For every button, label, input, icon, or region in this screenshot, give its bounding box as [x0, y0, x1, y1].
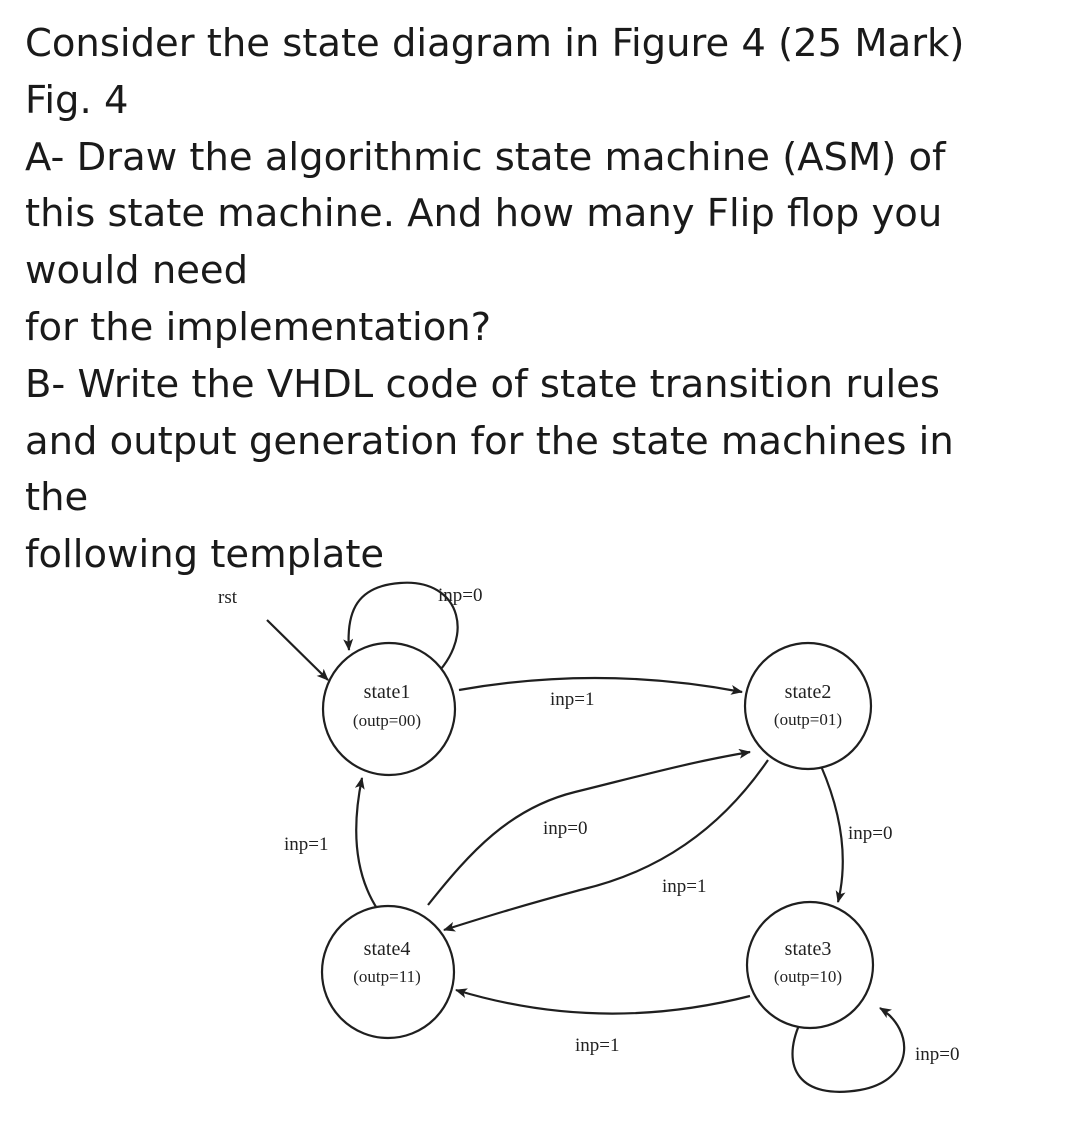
label-state3-self: inp=0	[915, 1044, 960, 1065]
transition-state2-to-state4	[443, 759, 769, 932]
question-line-10: following template	[25, 532, 385, 578]
state4-name: state4	[364, 938, 411, 960]
question-line-2: Fig. 4	[25, 77, 129, 123]
label-state2-to-state3: inp=0	[848, 823, 893, 844]
label-state2-to-state4: inp=1	[662, 876, 707, 897]
transition-state1-self	[343, 581, 459, 683]
state2-output: (outp=01)	[774, 710, 842, 729]
label-state1-self: inp=0	[438, 585, 483, 606]
state1-name: state1	[364, 681, 411, 703]
state4-output: (outp=11)	[353, 967, 421, 986]
transition-state1-to-state2	[458, 676, 743, 695]
state3-node	[745, 900, 875, 1030]
question-line-4: this state machine. And how many Flip fl…	[25, 191, 943, 237]
question-line-1: Consider the state diagram in Figure 4 (…	[25, 21, 965, 66]
label-state4-to-state1: inp=1	[284, 834, 329, 855]
state4-node	[320, 904, 456, 1040]
question-line-6: for the implementation?	[25, 304, 492, 350]
transition-state2-to-state3	[819, 765, 846, 903]
question-line-5: would need	[25, 248, 249, 294]
label-state4-to-state2: inp=0	[543, 818, 588, 839]
transition-state4-to-state1	[354, 777, 379, 911]
label-state3-to-state4: inp=1	[575, 1035, 620, 1056]
state1-output: (outp=00)	[353, 711, 421, 730]
label-state1-to-state2: inp=1	[550, 689, 595, 710]
question-line-8: and output generation for the state mach…	[25, 418, 954, 464]
question-line-9: the	[25, 475, 89, 521]
state1-node	[321, 641, 457, 777]
transition-state3-self	[791, 1007, 906, 1093]
state2-node	[743, 641, 873, 771]
state3-output: (outp=10)	[774, 967, 842, 986]
reset-arrow	[266, 619, 329, 681]
reset-label: rst	[218, 587, 238, 608]
state2-name: state2	[785, 681, 832, 703]
state3-name: state3	[785, 938, 832, 960]
question-line-7: B- Write the VHDL code of state transiti…	[25, 361, 940, 407]
transition-state4-to-state2	[427, 748, 751, 906]
question-text: Consider the state diagram in Figure 4 (…	[25, 16, 1070, 584]
question-line-3: A- Draw the algorithmic state machine (A…	[25, 134, 946, 180]
transition-state3-to-state4	[455, 988, 751, 1015]
